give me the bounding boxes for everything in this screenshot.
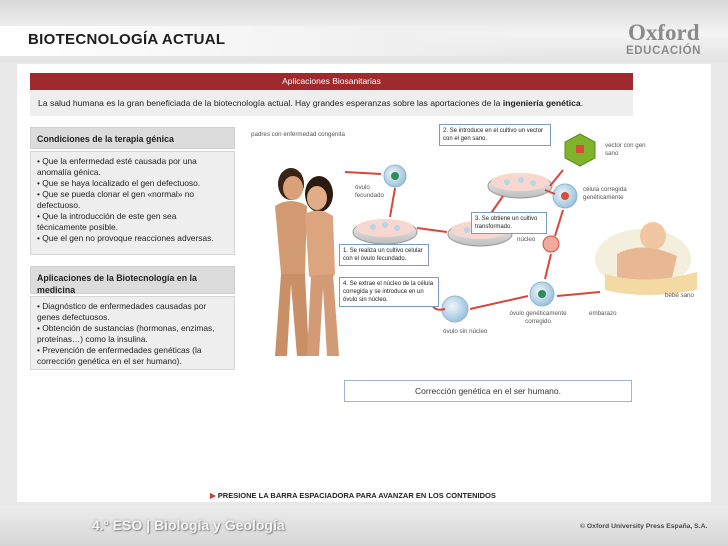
gene-therapy-item: • Que la enfermedad esté causada por una… (37, 156, 197, 177)
gene-therapy-title: Condiciones de la terapia génica (30, 127, 235, 149)
medicine-item: • Obtención de sustancias (hormonas, enz… (37, 323, 215, 344)
fertilized-egg-icon (383, 164, 407, 188)
medicine-item: • Diagnóstico de enfermedades causadas p… (37, 301, 207, 322)
course-title: 4.º ESO | Biología y Geología (92, 517, 285, 533)
label-parents: padres con enfermedad congénita (251, 131, 345, 138)
medicine-item: • Prevención de enfermedades genéticas (… (37, 345, 202, 366)
diagram-caption: Corrección genética en el ser humano. (344, 380, 632, 402)
diagram-illustration (275, 133, 697, 356)
petri-dish-icon (487, 173, 553, 199)
petri-dish-icon (352, 219, 418, 245)
label-corrected-cell: célula corregida genéticamente (583, 186, 627, 201)
label-corrected-egg: óvulo genéticamente corregido (509, 310, 567, 325)
label-vector: vector con gen sano (605, 142, 646, 157)
step-3-label: 3. Se obtiene un cultivo transformado. (471, 212, 547, 234)
bottom-bar (0, 506, 728, 546)
press-space-instruction[interactable]: ▶PRESIONE LA BARRA ESPACIADORA PARA AVAN… (210, 491, 496, 500)
intro-text: La salud humana es la gran beneficiada d… (38, 98, 501, 108)
gene-therapy-body: • Que la enfermedad esté causada por una… (30, 151, 235, 255)
step-2-label: 2. Se introduce en el cultivo un vector … (439, 124, 551, 146)
gene-therapy-item: • Que la introducción de este gen sea té… (37, 211, 177, 232)
healthy-baby-figure (595, 222, 697, 295)
label-fertilized-egg: óvulo fecundado (355, 184, 384, 199)
genetic-correction-diagram: padres con enfermedad congénita óvulo fe… (245, 124, 705, 374)
section-intro: La salud humana es la gran beneficiada d… (30, 90, 633, 116)
medicine-body: • Diagnóstico de enfermedades causadas p… (30, 296, 235, 370)
label-enucleated-egg: óvulo sin núcleo (443, 328, 488, 335)
medicine-title: Aplicaciones de la Biotecnología en la m… (30, 266, 235, 295)
play-arrow-icon: ▶ (210, 491, 216, 500)
oxford-logo-text: Oxford (628, 20, 700, 45)
label-nucleus: núcleo (517, 236, 536, 243)
corrected-cell-icon (552, 183, 578, 209)
intro-bold: ingeniería genética (502, 98, 581, 108)
copyright-text: © Oxford University Press España, S.A. (580, 523, 708, 530)
gene-therapy-item: • Que se haya localizado el gen defectuo… (37, 178, 201, 188)
nucleus-icon (542, 235, 560, 253)
section-header: Aplicaciones Biosanitarias (30, 73, 633, 90)
press-text: PRESIONE LA BARRA ESPACIADORA PARA AVANZ… (217, 491, 496, 500)
gene-therapy-item: • Que el gen no provoque reacciones adve… (37, 233, 214, 243)
vector-hexagon-icon (564, 133, 596, 167)
step-1-label: 1. Se realiza un cultivo celular con el … (339, 244, 429, 266)
gene-therapy-item: • Que se pueda clonar el gen «normal» no… (37, 189, 195, 210)
page-title: BIOTECNOLOGÍA ACTUAL (28, 31, 226, 48)
step-4-label: 4. Se extrae el núcleo de la célula corr… (339, 277, 439, 307)
oxford-logo-subtitle: EDUCACIÓN (626, 45, 702, 57)
parents-figure (275, 168, 339, 356)
title-band (0, 26, 560, 56)
label-healthy-baby: bebé sano (665, 292, 694, 299)
label-pregnancy: embarazo (589, 310, 617, 317)
corrected-egg-icon (529, 281, 555, 307)
enucleated-egg-icon (441, 295, 469, 323)
intro-suffix: . (580, 98, 584, 108)
